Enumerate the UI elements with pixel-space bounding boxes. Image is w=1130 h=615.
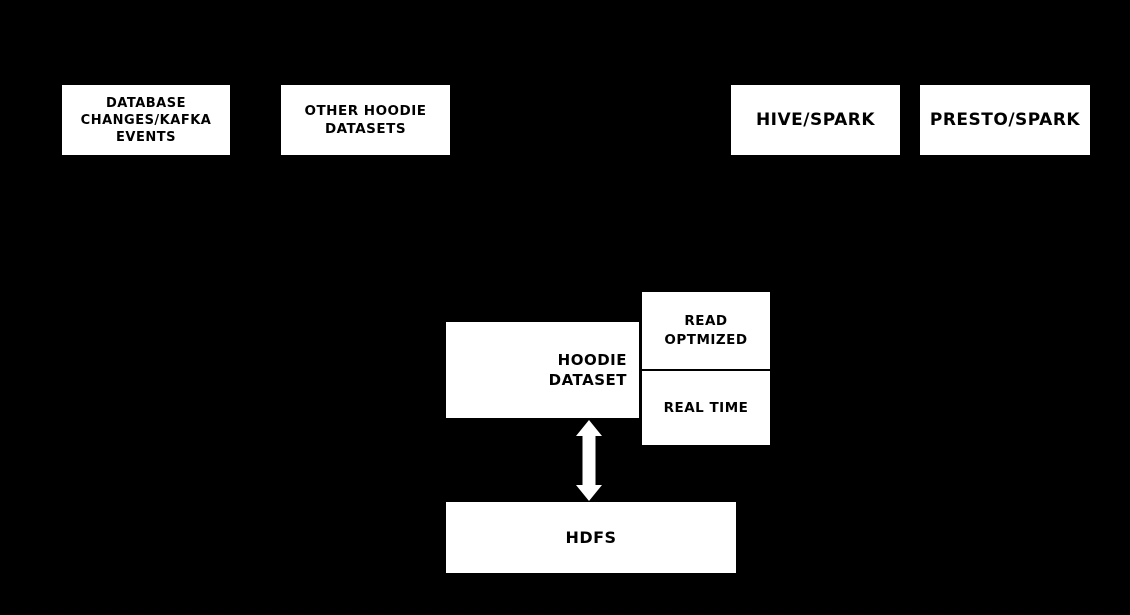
- box-label: HIVE/SPARK: [755, 110, 876, 130]
- box-label: REAL TIME: [663, 399, 749, 416]
- box-real-time: REAL TIME: [642, 371, 770, 445]
- box-hive-spark: HIVE/SPARK: [731, 85, 900, 155]
- double-arrow-shape: [576, 420, 602, 501]
- box-presto-spark: PRESTO/SPARK: [920, 85, 1090, 155]
- double-arrow-icon: [576, 420, 602, 501]
- box-hdfs: HDFS: [446, 502, 736, 573]
- box-label: PRESTO/SPARK: [929, 110, 1081, 130]
- box-label: HDFS: [565, 527, 617, 547]
